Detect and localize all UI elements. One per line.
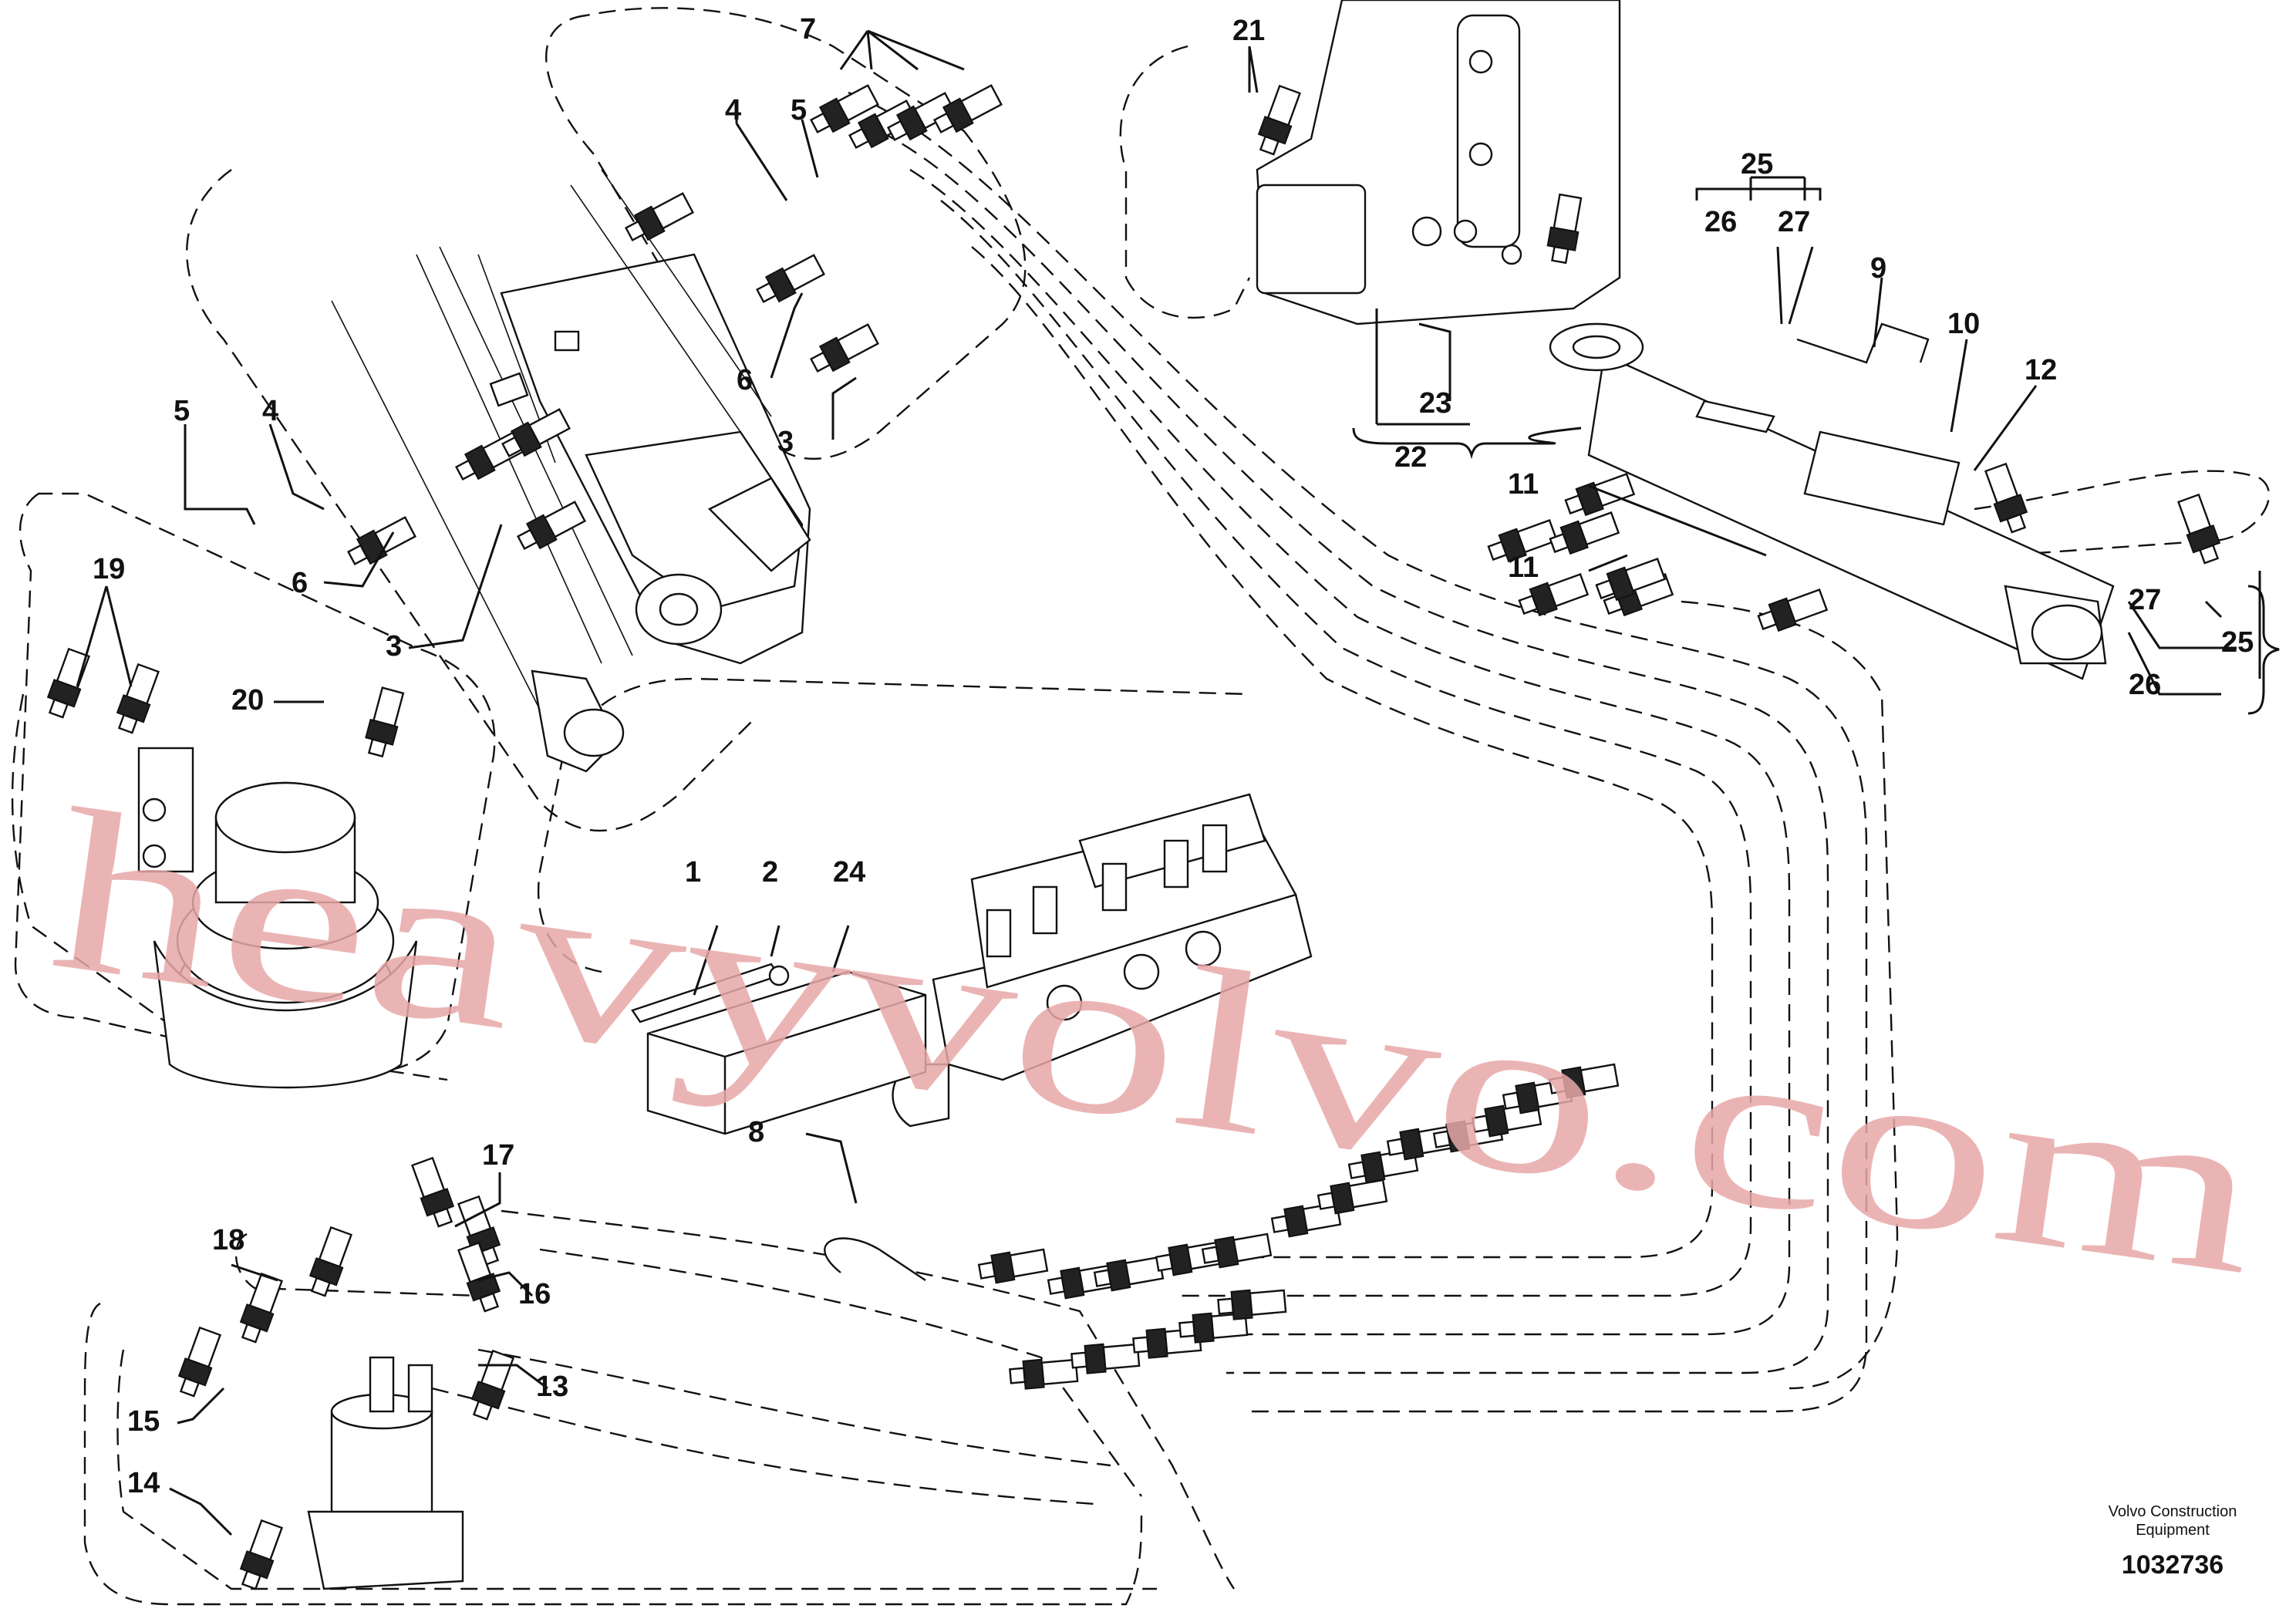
callout-2: 2: [762, 856, 778, 889]
hose-fitting: [1518, 572, 1590, 617]
callout-11-lower: 11: [1508, 551, 1539, 584]
callout-18: 18: [212, 1224, 244, 1256]
hose-fitting: [756, 254, 825, 304]
callout-23: 23: [1419, 387, 1451, 420]
hose-fitting: [365, 686, 405, 758]
leader-lines: [76, 29, 2261, 1536]
hose-fitting: [116, 663, 160, 734]
bracket-24: [646, 970, 927, 1135]
callout-12: 12: [2025, 354, 2057, 386]
callout-27-right: 27: [2129, 584, 2161, 616]
hose-fitting: [1564, 472, 1636, 517]
hose-fitting: [1487, 518, 1559, 563]
hose-fitting: [46, 647, 91, 719]
hose-fitting: [1757, 588, 1829, 632]
callout-3-upper: 3: [777, 426, 794, 458]
hose-fitting: [810, 84, 879, 134]
fittings: [46, 84, 2221, 1590]
hose-fitting: [1257, 84, 1302, 156]
hose-fitting: [1595, 557, 1667, 602]
group-braces: [1352, 187, 2280, 715]
hose-fitting: [517, 501, 586, 551]
callout-5-upper: 5: [791, 94, 807, 126]
hose-fitting: [1317, 1179, 1388, 1215]
callout-6-upper: 6: [737, 364, 753, 396]
hose-fitting: [810, 323, 879, 373]
hose-fitting: [1201, 1233, 1273, 1269]
callout-20: 20: [231, 684, 264, 717]
hose-fitting: [2176, 493, 2221, 565]
callout-4-upper: 4: [725, 94, 741, 126]
hose-fitting: [501, 408, 571, 458]
callout-10: 10: [1947, 308, 1980, 340]
callout-25-top: 25: [1741, 148, 1773, 180]
footer-company-line1: Volvo Construction: [2109, 1503, 2237, 1520]
hose-fitting: [457, 1241, 501, 1313]
callout-15: 15: [127, 1405, 160, 1438]
swivel-joint: [307, 1356, 464, 1590]
callout-1: 1: [685, 856, 701, 889]
callout-6-lower: 6: [292, 567, 308, 599]
hose-fitting: [933, 84, 1003, 134]
hose-routes: [11, 7, 2271, 1606]
pipe-9: [1796, 322, 1930, 364]
callout-24: 24: [833, 856, 865, 889]
bolt-2: [768, 965, 790, 986]
hose-fitting: [239, 1272, 284, 1344]
callout-8: 8: [748, 1116, 764, 1148]
hose-fitting: [1502, 1078, 1573, 1114]
callout-17: 17: [482, 1139, 514, 1172]
swing-motor: [137, 747, 418, 1089]
hose-fitting: [1009, 1358, 1079, 1390]
callouts: 7 21 4 5 6 3 5 4 6 3 19 20 23 22 25 26 2…: [93, 13, 2254, 1499]
callout-11-upper: 11: [1508, 468, 1539, 501]
footer-company-line2: Equipment: [2136, 1522, 2210, 1539]
callout-7: 7: [800, 13, 816, 46]
callout-13: 13: [536, 1371, 568, 1403]
hose-fitting: [1070, 1343, 1141, 1374]
callout-26-top: 26: [1704, 206, 1737, 238]
hose-fitting: [1093, 1256, 1165, 1292]
callout-9: 9: [1870, 252, 1886, 285]
hose-fitting: [1270, 1202, 1342, 1238]
control-valve: [892, 793, 1313, 1128]
cable-tie-8: [824, 1237, 926, 1281]
hose-fitting: [470, 1349, 515, 1421]
hose-fitting: [1217, 1289, 1287, 1320]
hose-fitting: [977, 1248, 1049, 1284]
hose-fitting: [887, 92, 956, 142]
callout-3-lower: 3: [386, 630, 402, 663]
callout-21: 21: [1232, 15, 1265, 47]
hose-fitting: [625, 192, 694, 242]
hydraulic-cylinder: [1549, 322, 2115, 680]
hose-fitting: [239, 1519, 284, 1590]
cab-mount: [1256, 0, 1621, 325]
callout-22: 22: [1394, 441, 1427, 474]
callout-5-lower: 5: [174, 395, 190, 427]
callout-19: 19: [93, 553, 125, 585]
boom-assembly: [331, 169, 811, 773]
callout-14: 14: [127, 1467, 160, 1499]
hose-fitting: [410, 1156, 455, 1228]
hose-fitting: [177, 1326, 222, 1398]
hose-fitting: [347, 516, 416, 566]
drawing-number: 1032736: [2122, 1550, 2224, 1580]
hose-fitting: [1984, 462, 2028, 534]
callout-4-lower: 4: [262, 395, 278, 427]
callout-27-top: 27: [1778, 206, 1810, 238]
callout-25-right: 25: [2221, 626, 2254, 659]
hose-fitting: [1549, 511, 1620, 555]
hose-fitting: [1546, 193, 1583, 265]
callout-26-right: 26: [2129, 669, 2161, 701]
callout-16: 16: [518, 1278, 551, 1310]
hose-fitting: [1548, 1063, 1620, 1099]
hose-fitting: [308, 1226, 353, 1297]
